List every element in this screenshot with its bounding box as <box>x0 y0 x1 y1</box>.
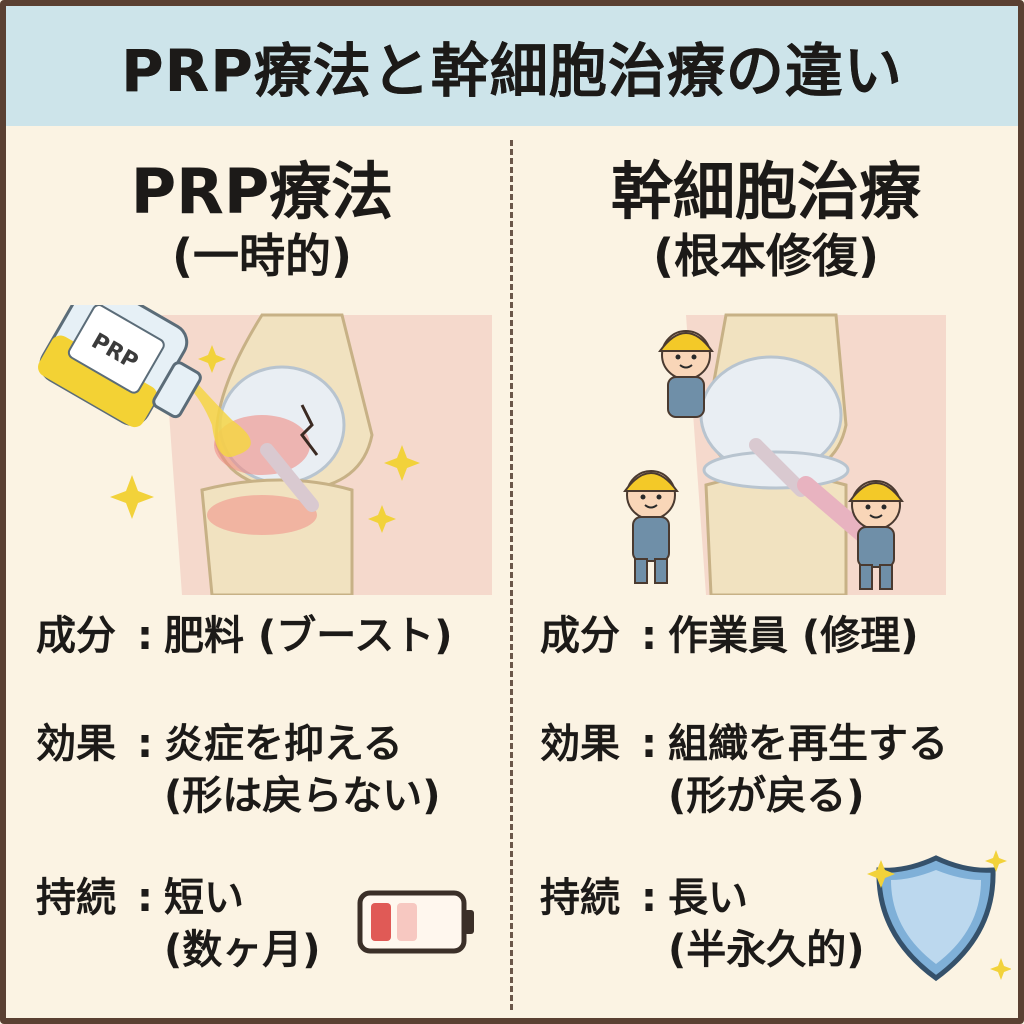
worker-left <box>623 470 679 584</box>
row-value: 肥料 (ブースト) <box>164 613 453 659</box>
ligament <box>749 438 808 497</box>
row-value: 長い <box>668 875 748 921</box>
prp-subtitle: (一時的) <box>171 229 353 283</box>
sparkle-icon <box>985 850 1007 872</box>
worker-top <box>658 330 714 418</box>
sparkle-icon <box>198 345 226 373</box>
stem-row-component: 成分: 作業員 (修理) <box>540 610 919 662</box>
row-value-note: (半永久的) <box>668 927 865 973</box>
sparkle-icon <box>110 475 154 519</box>
stem-cell-column: 幹細胞治療 (根本修復) <box>516 140 1016 982</box>
prp-bottle: PRP <box>38 305 202 428</box>
center-divider <box>510 140 513 1010</box>
row-label: 成分 <box>36 613 116 659</box>
row-label: 持続 <box>36 875 116 921</box>
page-title: PRP療法と幹細胞治療の違い <box>121 37 903 105</box>
row-value: 組織を再生する <box>668 721 948 767</box>
title-banner: PRP療法と幹細胞治療の違い <box>6 6 1018 126</box>
prp-knee-illustration: PRP <box>38 305 492 595</box>
inflammation-spot <box>207 495 317 535</box>
battery-low-icon <box>357 890 474 954</box>
stem-cell-subtitle: (根本修復) <box>652 229 880 283</box>
stem-row-effect: 効果: 組織を再生する <box>540 718 948 770</box>
prp-liquid <box>187 383 251 457</box>
stem-cell-knee-illustration <box>623 313 946 595</box>
crack-line <box>300 404 319 456</box>
prp-title: PRP療法 <box>130 155 394 228</box>
worker-right <box>848 480 904 590</box>
row-value: 作業員 (修理) <box>668 613 919 659</box>
prp-row-component: 成分: 肥料 (ブースト) <box>36 610 453 662</box>
row-value-note: (数ヶ月) <box>164 927 321 973</box>
row-value: 短い <box>164 875 244 921</box>
sparkle-icon <box>990 958 1011 980</box>
row-value: 炎症を抑える <box>164 721 403 767</box>
row-label: 効果 <box>540 721 620 767</box>
sparkle-icon <box>867 860 895 888</box>
shield-icon <box>867 850 1011 982</box>
row-label: 持続 <box>540 875 620 921</box>
row-value-note: (形は戻らない) <box>164 773 441 819</box>
prp-row-duration: 持続: 短い <box>36 872 244 924</box>
sparkle-icon <box>368 505 396 533</box>
row-label: 効果 <box>36 721 116 767</box>
prp-row-effect: 効果: 炎症を抑える <box>36 718 403 770</box>
prp-column: PRP療法 (一時的) PRP <box>12 140 512 973</box>
stem-row-duration: 持続: 長い <box>540 872 748 924</box>
row-label: 成分 <box>540 613 620 659</box>
sparkle-icon <box>384 445 420 481</box>
ligament <box>260 443 319 512</box>
stem-cell-title: 幹細胞治療 <box>610 155 921 228</box>
row-value-note: (形が戻る) <box>668 773 865 819</box>
